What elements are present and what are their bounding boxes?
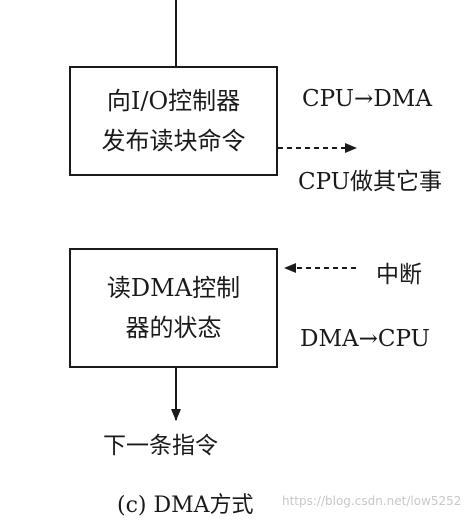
dma-to-cpu-label: DMA→CPU	[300, 326, 430, 352]
read-dma-status-box: 读DMA控制 器的状态	[69, 248, 278, 368]
box1-line1: 向I/O控制器	[106, 87, 241, 115]
next-instruction-label: 下一条指令	[103, 433, 218, 459]
cpu-other-work-label: CPU做其它事	[298, 169, 443, 195]
watermark-url: https://blog.csdn.net/low5252	[282, 494, 462, 508]
box2-line1: 读DMA控制	[106, 274, 241, 302]
cpu-to-dma-label: CPU→DMA	[302, 86, 432, 112]
interrupt-label: 中断	[376, 262, 422, 288]
box1-line2: 发布读块命令	[101, 127, 246, 155]
box2-line2: 器的状态	[125, 314, 222, 342]
figure-caption: (c) DMA方式	[117, 493, 254, 518]
issue-read-command-box: 向I/O控制器 发布读块命令	[69, 66, 278, 176]
